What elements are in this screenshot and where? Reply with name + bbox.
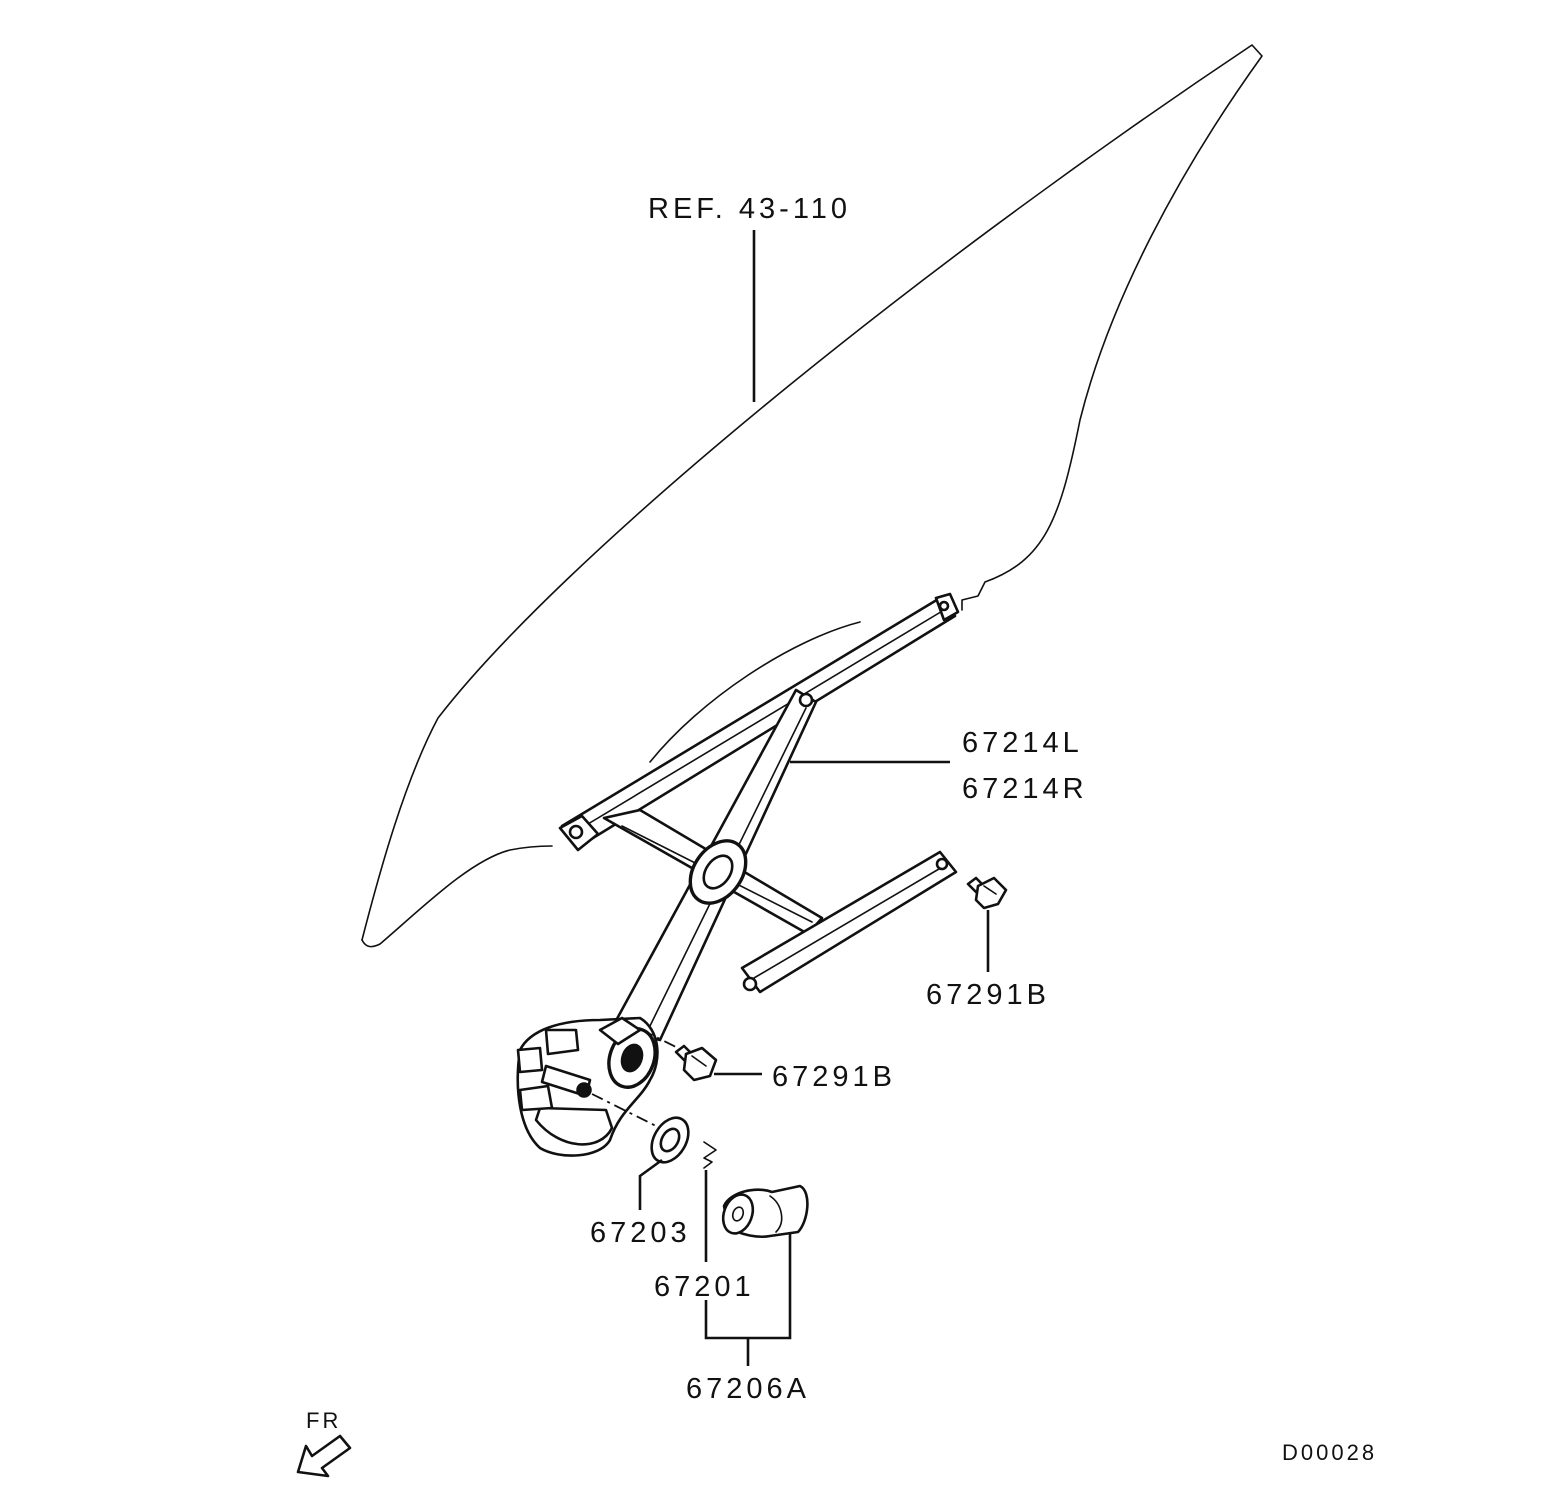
clip-icon [703,1141,717,1169]
door-glass [361,44,1263,948]
reference-label: REF. 43-110 [648,193,851,225]
part-label-67203: 67203 [590,1217,691,1249]
window-handle-icon [721,1184,809,1238]
front-arrow-icon [296,1434,352,1478]
part-label-67291b-lower: 67291B [772,1061,896,1093]
bolt-upper-icon [966,876,1008,910]
regulator-gear-assembly [516,1016,659,1157]
leader-lines [638,230,990,1366]
direction-label: FR [306,1408,341,1433]
regulator-upper-rail [558,592,960,852]
diagram-id: D00028 [1282,1440,1377,1465]
part-label-67214l: 67214L [962,727,1083,759]
bolt-lower-icon [674,1044,718,1082]
washer-icon [650,1116,690,1164]
part-label-67291b-upper: 67291B [926,979,1050,1011]
part-label-67201: 67201 [654,1271,755,1303]
regulator-arms [602,688,958,1042]
part-label-67206a: 67206A [686,1373,810,1405]
front-direction-indicator: FR [296,1408,352,1478]
part-label-67214r: 67214R [962,773,1088,805]
